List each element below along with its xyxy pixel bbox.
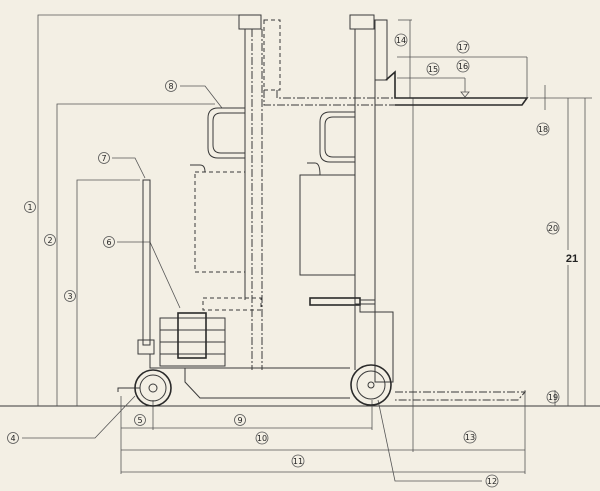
callout-15: 15	[426, 62, 440, 76]
callout-3: 3	[64, 290, 76, 302]
svg-text:5: 5	[137, 416, 142, 425]
callout-13: 13	[463, 430, 477, 444]
svg-text:4: 4	[10, 434, 15, 443]
callout-7: 7	[98, 152, 110, 164]
truck-lowered-outline	[190, 14, 410, 370]
svg-text:12: 12	[487, 477, 497, 486]
callout-labels: 1 2 3 4 5 6 7 8 9 10 11 12 13 14 15 16 1…	[7, 33, 583, 488]
svg-text:17: 17	[458, 43, 468, 52]
callout-11: 11	[291, 454, 305, 468]
callout-18: 18	[536, 122, 550, 136]
callout-1: 1	[24, 201, 36, 213]
svg-text:15: 15	[428, 65, 438, 74]
svg-text:11: 11	[293, 457, 303, 466]
svg-text:7: 7	[101, 154, 106, 163]
callout-8: 8	[165, 80, 177, 92]
svg-text:10: 10	[257, 434, 267, 443]
callout-16: 16	[456, 59, 470, 73]
svg-text:3: 3	[67, 292, 72, 301]
callout-2: 2	[44, 234, 56, 246]
callout-4: 4	[7, 432, 19, 444]
callout-5: 5	[134, 414, 146, 426]
callout-9: 9	[234, 414, 246, 426]
svg-text:8: 8	[168, 82, 173, 91]
svg-text:18: 18	[538, 125, 548, 134]
truck-raised	[299, 14, 529, 401]
svg-text:16: 16	[458, 62, 468, 71]
rear-caster-wheel	[134, 369, 172, 407]
callout-20: 20	[546, 221, 560, 235]
callout-19: 19	[546, 390, 560, 404]
truck-chassis	[117, 179, 350, 399]
svg-text:1: 1	[27, 203, 32, 212]
callout-6: 6	[103, 236, 115, 248]
svg-text:6: 6	[106, 238, 111, 247]
svg-text:2: 2	[47, 236, 52, 245]
svg-text:19: 19	[548, 393, 558, 402]
svg-text:20: 20	[548, 224, 558, 233]
callout-14: 14	[394, 33, 408, 47]
dimension-lines	[22, 14, 592, 482]
callout-21: 21	[566, 253, 578, 265]
front-load-wheel	[350, 364, 392, 406]
svg-text:13: 13	[465, 433, 475, 442]
svg-text:14: 14	[396, 36, 406, 45]
callout-12: 12	[485, 474, 499, 488]
svg-text:9: 9	[237, 416, 242, 425]
callout-17: 17	[456, 40, 470, 54]
callout-10: 10	[255, 431, 269, 445]
